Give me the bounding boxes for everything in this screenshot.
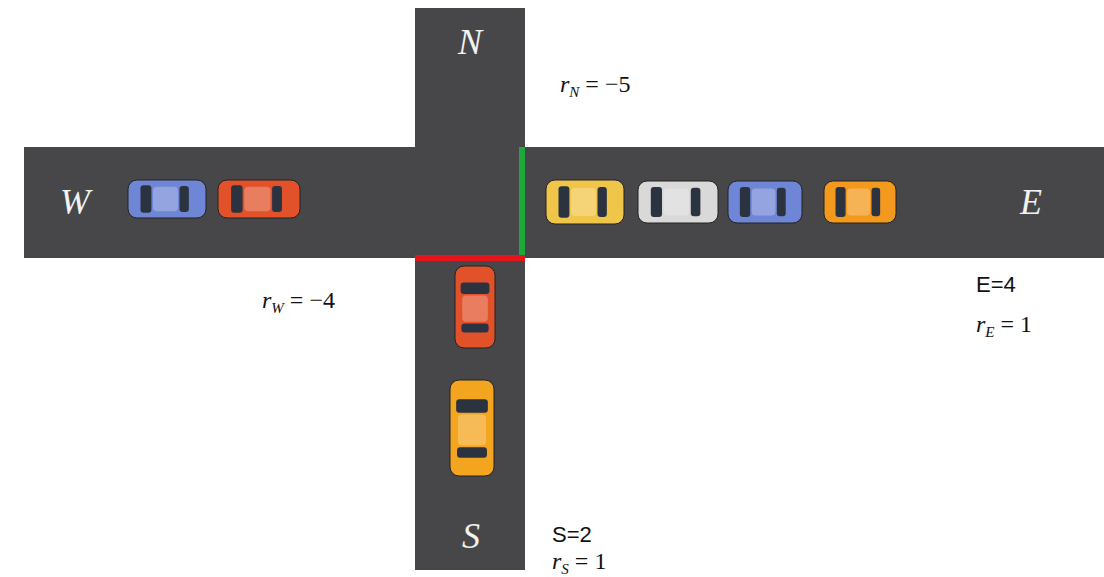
car — [546, 180, 624, 224]
car — [824, 181, 896, 223]
car-window — [836, 187, 846, 217]
reward-label: rE = 1 — [976, 312, 1032, 336]
reward-label: rW = −4 — [262, 288, 335, 312]
car-window — [457, 447, 487, 458]
road-name: S — [462, 518, 480, 554]
queue-count: E=4 — [976, 274, 1016, 296]
road-name: W — [60, 184, 90, 220]
car-window — [597, 187, 606, 217]
car-roof — [153, 187, 178, 211]
car-window — [558, 186, 569, 218]
car-window — [179, 186, 188, 212]
car-roof — [664, 189, 690, 216]
car-roof — [752, 189, 776, 216]
road-name: N — [458, 24, 482, 60]
car — [218, 180, 300, 218]
east-west-road — [24, 147, 1104, 258]
car-window — [272, 186, 282, 212]
queue-count: S=2 — [552, 524, 592, 546]
car-roof — [244, 187, 270, 211]
red-light — [415, 255, 525, 261]
car-window — [461, 323, 488, 332]
car-window — [461, 282, 490, 293]
car-body — [450, 380, 494, 476]
road-name: E — [1020, 184, 1042, 220]
car-window — [740, 187, 750, 217]
car-window — [777, 188, 786, 217]
reward-label: rS = 1 — [552, 549, 606, 573]
car — [455, 266, 495, 348]
car-body — [218, 180, 300, 218]
car-window — [456, 399, 488, 412]
car — [638, 181, 718, 223]
green-light — [519, 147, 525, 258]
car-window — [651, 187, 662, 217]
car-window — [691, 188, 701, 217]
car-window — [231, 185, 242, 212]
car-body — [128, 180, 206, 218]
car-roof — [571, 188, 596, 216]
car — [728, 181, 802, 223]
reward-label: rN = −5 — [560, 72, 630, 96]
car-body — [546, 180, 624, 224]
car-body — [455, 266, 495, 348]
car — [450, 380, 494, 476]
car-roof — [847, 189, 870, 216]
car-body — [638, 181, 718, 223]
car-roof — [462, 296, 488, 322]
north-south-road — [415, 8, 525, 570]
car — [128, 180, 206, 218]
car-window — [872, 188, 881, 217]
car-window — [140, 185, 151, 212]
car-body — [728, 181, 802, 223]
car-body — [824, 181, 896, 223]
car-roof — [458, 415, 486, 446]
